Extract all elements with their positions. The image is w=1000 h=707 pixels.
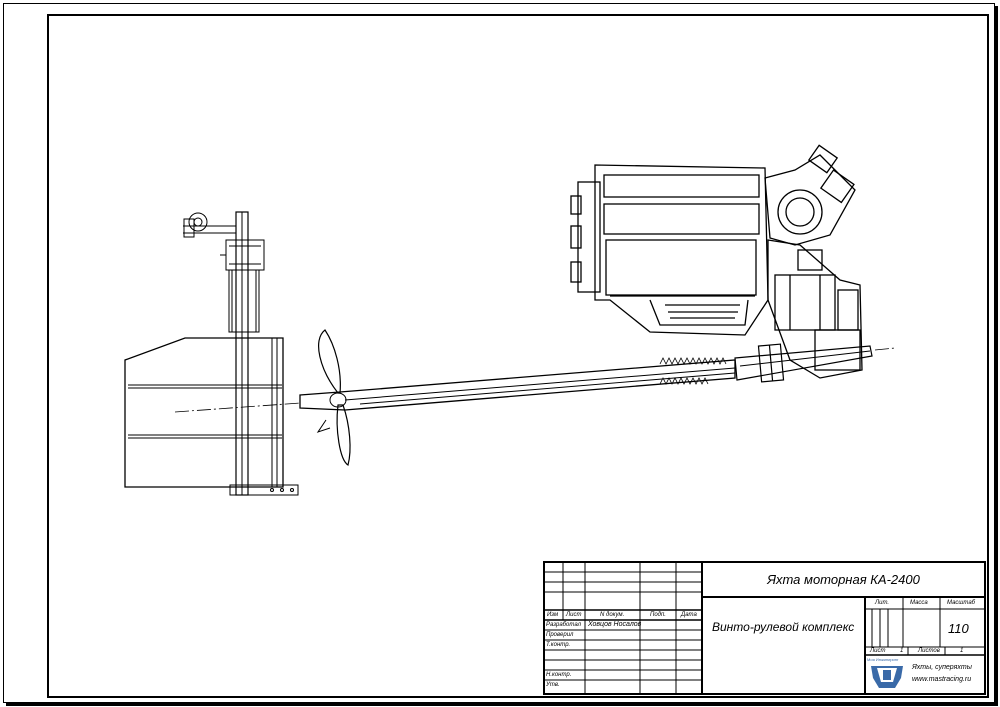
row-developer-name: Ховцов Носалов bbox=[588, 621, 642, 628]
org-line-2: www.mastracing.ru bbox=[912, 676, 972, 683]
centerline bbox=[174, 347, 896, 413]
transom-block bbox=[124, 337, 284, 488]
col-doc: N докум. bbox=[600, 612, 625, 618]
row-tcontrol: Т.контр. bbox=[546, 642, 571, 648]
col-sign: Подп. bbox=[650, 612, 666, 618]
sheet-label: Лист bbox=[870, 648, 886, 654]
org-logo: Моя Инжиниринг bbox=[867, 657, 907, 691]
sheets-number: 1 bbox=[960, 648, 964, 654]
engine bbox=[570, 144, 863, 379]
scale-value: 110 bbox=[948, 621, 969, 636]
flange-coupling bbox=[757, 343, 785, 383]
row-approved: Утв. bbox=[546, 682, 560, 688]
row-developer: Разработал bbox=[546, 622, 581, 628]
col-date: Дата bbox=[681, 612, 697, 618]
drawing-title: Винто-рулевой комплекс bbox=[712, 620, 855, 634]
rudder-post bbox=[183, 211, 299, 496]
mass-label: Масса bbox=[910, 600, 928, 606]
sheet-number: 1 bbox=[900, 648, 904, 654]
lit-label: Лит. bbox=[875, 600, 890, 606]
row-checked: Проверил bbox=[546, 632, 574, 638]
row-ncontrol: Н.контр. bbox=[546, 672, 572, 678]
title-block-grid bbox=[543, 561, 986, 695]
org-line-1: Яхты, суперяхты bbox=[912, 664, 972, 671]
project-title: Яхта моторная КА-2400 bbox=[767, 572, 920, 587]
drawing-frame bbox=[47, 14, 989, 698]
logo-caption: Моя Инжиниринг bbox=[867, 657, 899, 662]
sheets-label: Листов bbox=[918, 648, 940, 654]
sheet-outer-border bbox=[3, 3, 995, 703]
scale-label: Масштаб bbox=[947, 600, 976, 606]
shaft-coupling-spring bbox=[659, 357, 727, 385]
col-list: Лист bbox=[566, 612, 582, 618]
col-izm: Изм bbox=[547, 612, 559, 618]
propeller-shaft bbox=[299, 345, 873, 411]
gear-logo-icon bbox=[871, 666, 903, 688]
propeller bbox=[316, 329, 351, 466]
